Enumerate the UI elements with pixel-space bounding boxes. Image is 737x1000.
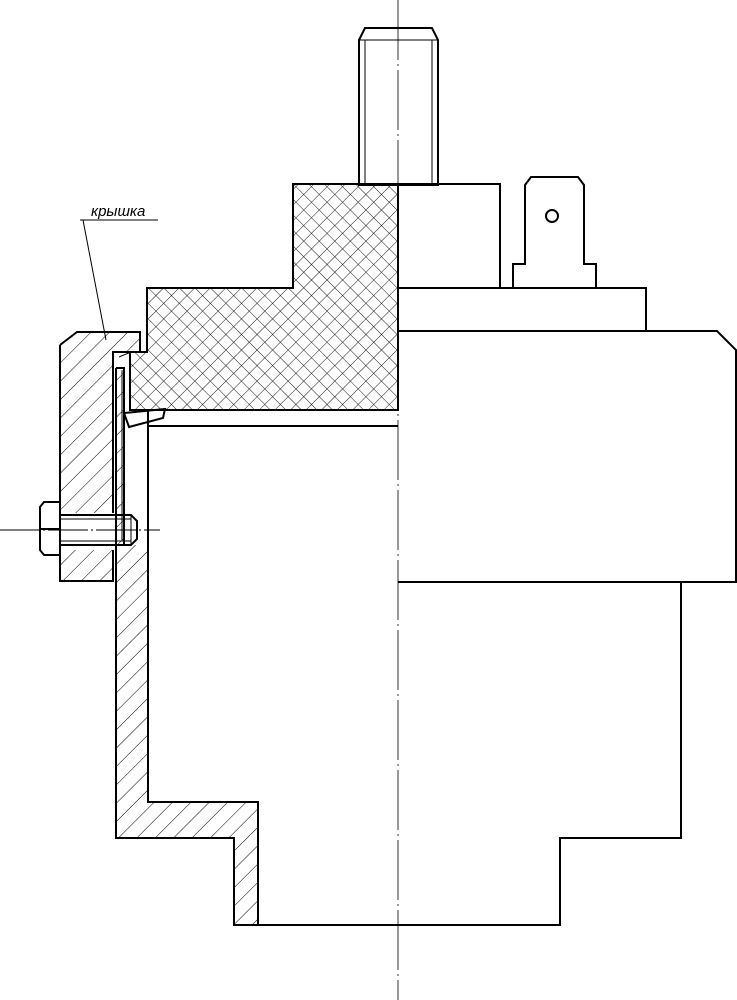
terminal <box>512 176 597 288</box>
callout-label-cover: крышка <box>91 203 145 220</box>
cover-section <box>59 331 141 582</box>
housing-section <box>115 367 398 926</box>
spring-contact <box>122 407 167 429</box>
inner-plate <box>147 410 398 427</box>
insulator-outline <box>398 183 647 332</box>
body-outline-right <box>398 330 737 926</box>
terminal-hole <box>545 209 559 223</box>
insulator-section <box>129 183 399 411</box>
callout-leader <box>80 219 158 341</box>
shaft <box>358 27 439 186</box>
